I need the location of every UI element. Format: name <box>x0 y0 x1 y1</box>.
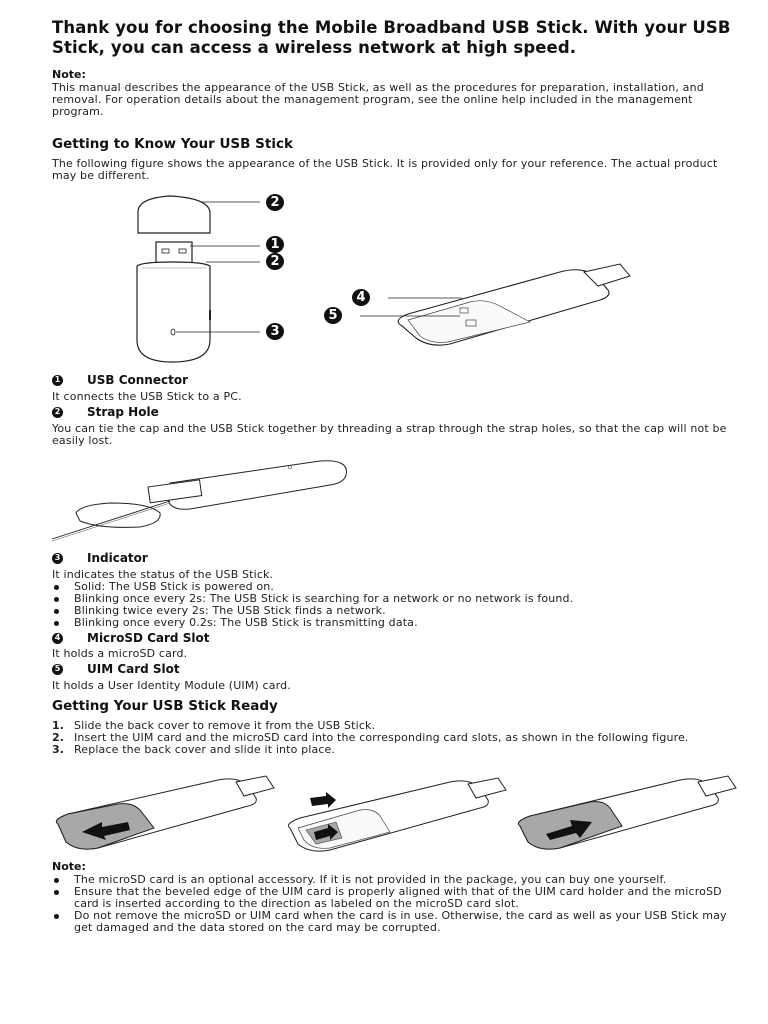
part-heading-uim: 5 UIM Card Slot <box>52 662 180 676</box>
usb-stick-back-figure: 4 5 <box>320 258 640 348</box>
list-item: Ensure that the beveled edge of the UIM … <box>52 886 732 910</box>
section-heading-ready: Getting Your USB Stick Ready <box>52 698 278 714</box>
number-1-icon: 1 <box>52 374 63 386</box>
final-note-list: The microSD card is an optional accessor… <box>52 874 732 934</box>
callout-1-connector: 1 <box>266 236 284 253</box>
step-number: 3. <box>52 743 65 756</box>
indicator-status-list: Solid: The USB Stick is powered on. Blin… <box>52 581 742 629</box>
part-title: UIM Card Slot <box>87 662 180 676</box>
step-number: 1. <box>52 719 65 732</box>
step-item: 3. Replace the back cover and slide it in… <box>52 744 742 756</box>
step3-replace-cover-illustration <box>517 775 737 850</box>
usb-stick-front-figure: 2 1 2 3 <box>100 190 310 370</box>
step-text: Slide the back cover to remove it from t… <box>74 719 376 732</box>
note-label: Note: <box>52 68 86 81</box>
list-item: Blinking once every 0.2s: The USB Stick … <box>52 617 742 629</box>
part-heading-indicator: 3 Indicator <box>52 551 148 565</box>
list-item: The microSD card is an optional accessor… <box>52 874 732 886</box>
part-heading-microsd: 4 MicroSD Card Slot <box>52 631 209 645</box>
callout-4-microsd: 4 <box>352 289 370 306</box>
step-number: 2. <box>52 731 65 744</box>
strap-illustration <box>51 460 347 542</box>
part-desc-strap-hole: You can tie the cap and the USB Stick to… <box>52 422 727 447</box>
list-item: Blinking once every 2s: The USB Stick is… <box>52 593 742 605</box>
part-title: MicroSD Card Slot <box>87 631 210 645</box>
step-text: Replace the back cover and slide it into… <box>74 743 336 756</box>
step1-remove-cover-illustration <box>55 775 275 850</box>
list-item: Blinking twice every 2s: The USB Stick f… <box>52 605 742 617</box>
note-text: This manual describes the appearance of … <box>52 81 704 118</box>
callout-2-cap: 2 <box>266 194 284 211</box>
callout-2-body: 2 <box>266 253 284 270</box>
usb-back-illustration <box>360 263 631 346</box>
setup-steps-list: 1. Slide the back cover to remove it from… <box>52 720 742 756</box>
step2-insert-cards-illustration <box>287 777 507 852</box>
part-title: Indicator <box>87 551 148 565</box>
part-heading-usb-connector: 1 USB Connector <box>52 373 188 387</box>
number-2-icon: 2 <box>52 406 63 418</box>
part-desc-microsd: It holds a microSD card. <box>52 647 188 660</box>
step-text: Insert the UIM card and the microSD card… <box>74 731 689 744</box>
callout-3-indicator: 3 <box>266 323 284 340</box>
usb-front-illustration <box>136 195 260 363</box>
section-heading-know: Getting to Know Your USB Stick <box>52 136 293 152</box>
part-desc-indicator: It indicates the status of the USB Stick… <box>52 568 274 581</box>
callout-5-uim: 5 <box>324 307 342 324</box>
part-title: Strap Hole <box>87 405 159 419</box>
step-item: 2. Insert the UIM card and the microSD ca… <box>52 732 742 744</box>
number-3-icon: 3 <box>52 552 63 564</box>
number-5-icon: 5 <box>52 663 63 675</box>
list-item: Solid: The USB Stick is powered on. <box>52 581 742 593</box>
strap-figure <box>50 455 360 545</box>
setup-steps-figure <box>48 775 748 856</box>
page-title: Thank you for choosing the Mobile Broadb… <box>52 18 731 57</box>
part-desc-uim: It holds a User Identity Module (UIM) ca… <box>52 679 291 692</box>
know-intro: The following figure shows the appearanc… <box>52 157 718 182</box>
final-note-label: Note: <box>52 860 86 873</box>
step-item: 1. Slide the back cover to remove it from… <box>52 720 742 732</box>
part-heading-strap-hole: 2 Strap Hole <box>52 405 159 419</box>
part-desc-usb-connector: It connects the USB Stick to a PC. <box>52 390 242 403</box>
list-item: Do not remove the microSD or UIM card wh… <box>52 910 732 934</box>
number-4-icon: 4 <box>52 632 63 644</box>
part-title: USB Connector <box>87 373 188 387</box>
